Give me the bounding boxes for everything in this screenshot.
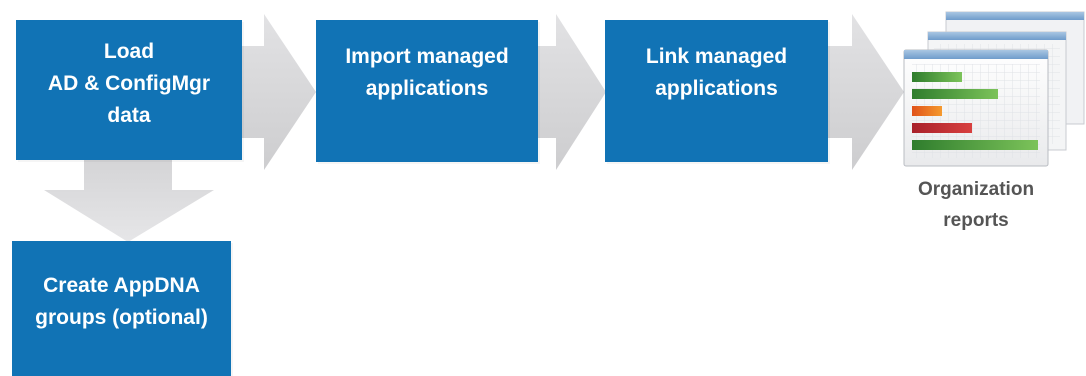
step-link-applications: Link managed applications	[605, 20, 828, 162]
report-bar-1	[912, 72, 962, 82]
step-link-line-2: applications	[655, 77, 778, 100]
step-groups-line-1: Create AppDNA	[43, 273, 200, 297]
report-window-front	[903, 49, 1049, 167]
step-import-line-1: Import managed	[345, 45, 509, 68]
step-load-line-2: AD & ConfigMgr	[47, 72, 211, 95]
step-import-line-2: applications	[365, 77, 489, 100]
arrow-load-to-import	[240, 14, 316, 170]
arrow-load-to-groups	[44, 158, 214, 242]
arrow-link-to-reports	[826, 14, 904, 170]
reports-caption-line-1: Organization	[917, 179, 1035, 200]
step-load-line-1: Load	[103, 40, 155, 63]
step-link-line-1: Link managed	[645, 45, 788, 68]
reports-stack-icon	[903, 11, 1085, 167]
step-create-groups: Create AppDNA groups (optional)	[12, 241, 231, 376]
step-import-applications: Import managed applications	[316, 20, 538, 162]
step-load-data: Load AD & ConfigMgr data	[16, 20, 242, 160]
reports-caption: Organization reports	[900, 174, 1052, 236]
step-groups-line-2: groups (optional)	[35, 305, 208, 329]
report-bar-5	[912, 140, 1038, 150]
report-bar-4	[912, 123, 972, 133]
report-bar-3	[912, 106, 942, 116]
arrow-import-to-link	[536, 14, 606, 170]
report-bar-2	[912, 89, 998, 99]
step-load-line-3: data	[107, 104, 151, 127]
reports-caption-line-2: reports	[943, 210, 1009, 231]
